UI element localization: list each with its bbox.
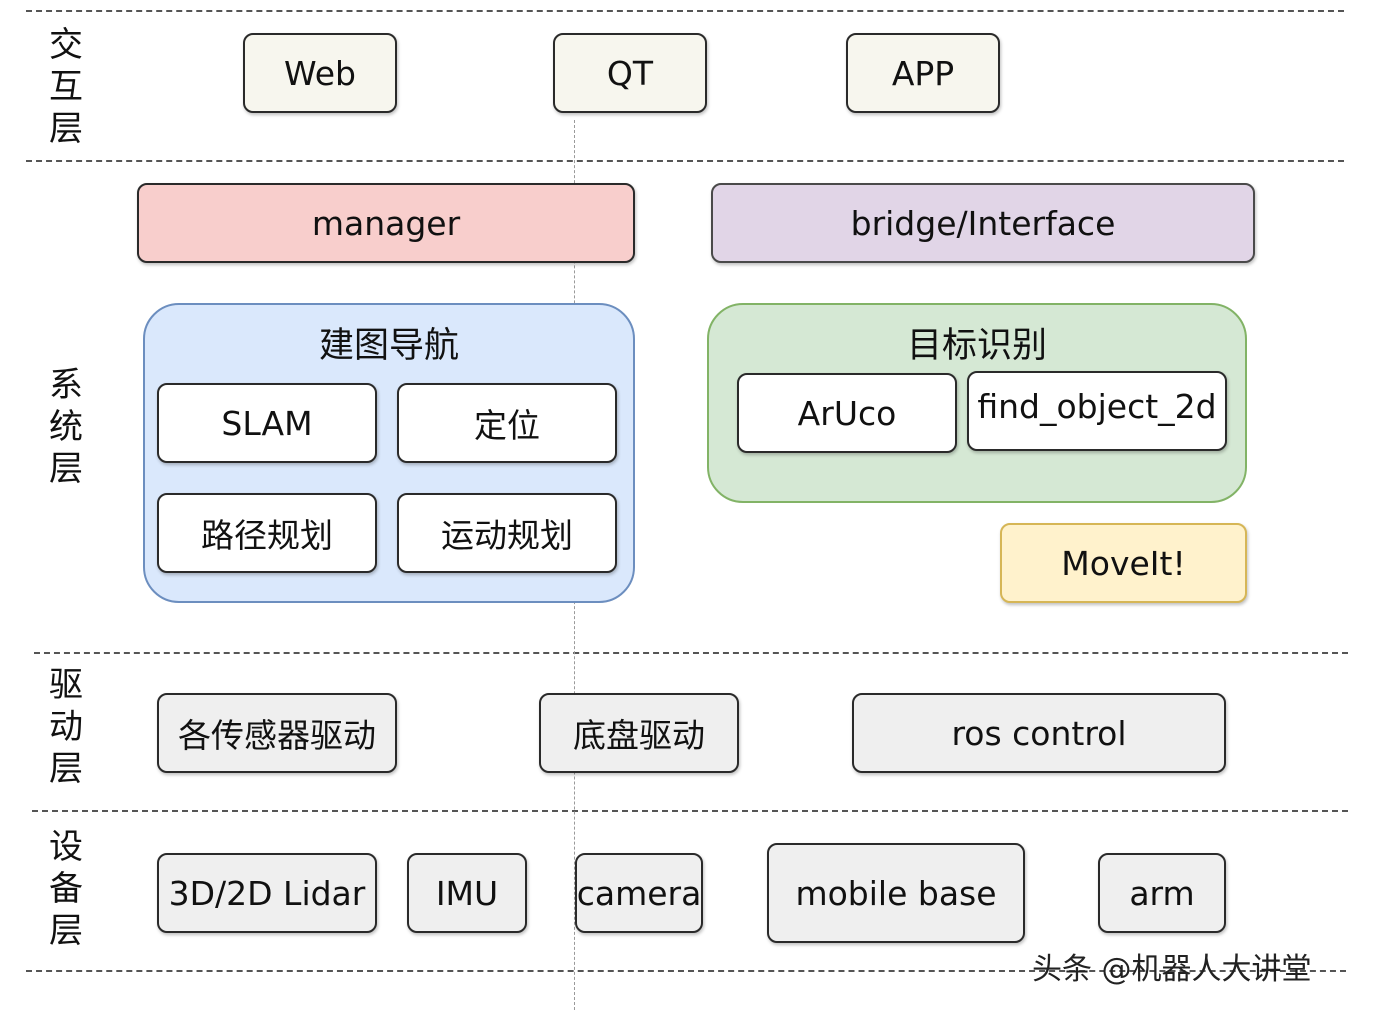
layer-label-device: 设备层 — [49, 827, 83, 951]
lidar-box: 3D/2D Lidar — [157, 853, 377, 933]
aruco-box: ArUco — [737, 373, 957, 453]
layer-label-system: 系统层 — [49, 365, 83, 489]
sensor-driver-box: 各传感器驱动 — [157, 693, 397, 773]
localization-box: 定位 — [397, 383, 617, 463]
find-object-2d-box: find_object_2d — [967, 371, 1227, 451]
separator-driver-device — [32, 810, 1348, 812]
chassis-driver-box: 底盘驱动 — [539, 693, 739, 773]
layer-label-driver: 驱动层 — [49, 665, 83, 789]
mobile-base-box: mobile base — [767, 843, 1025, 943]
separator-system-driver — [34, 652, 1348, 654]
imu-box: IMU — [407, 853, 527, 933]
separator-top — [26, 10, 1344, 12]
manager-box: manager — [137, 183, 635, 263]
mapping-navigation-title: 建图导航 — [318, 326, 459, 366]
object-recognition-title: 目标识别 — [906, 326, 1047, 366]
layer-label-interaction: 交互层 — [49, 25, 83, 149]
slam-box: SLAM — [157, 383, 377, 463]
app-box: APP — [846, 33, 1000, 113]
path-planning-box: 路径规划 — [157, 493, 377, 573]
motion-planning-box: 运动规划 — [397, 493, 617, 573]
moveit-box: MoveIt! — [1000, 523, 1247, 603]
watermark: 头条 @机器人大讲堂 — [1032, 952, 1312, 987]
qt-box: QT — [553, 33, 707, 113]
separator-bottom — [26, 970, 1346, 972]
arm-box: arm — [1098, 853, 1226, 933]
separator-interaction-system — [26, 160, 1344, 162]
bridge-interface-box: bridge/Interface — [711, 183, 1255, 263]
web-box: Web — [243, 33, 397, 113]
ros-control-box: ros control — [852, 693, 1226, 773]
camera-box: camera — [575, 853, 703, 933]
